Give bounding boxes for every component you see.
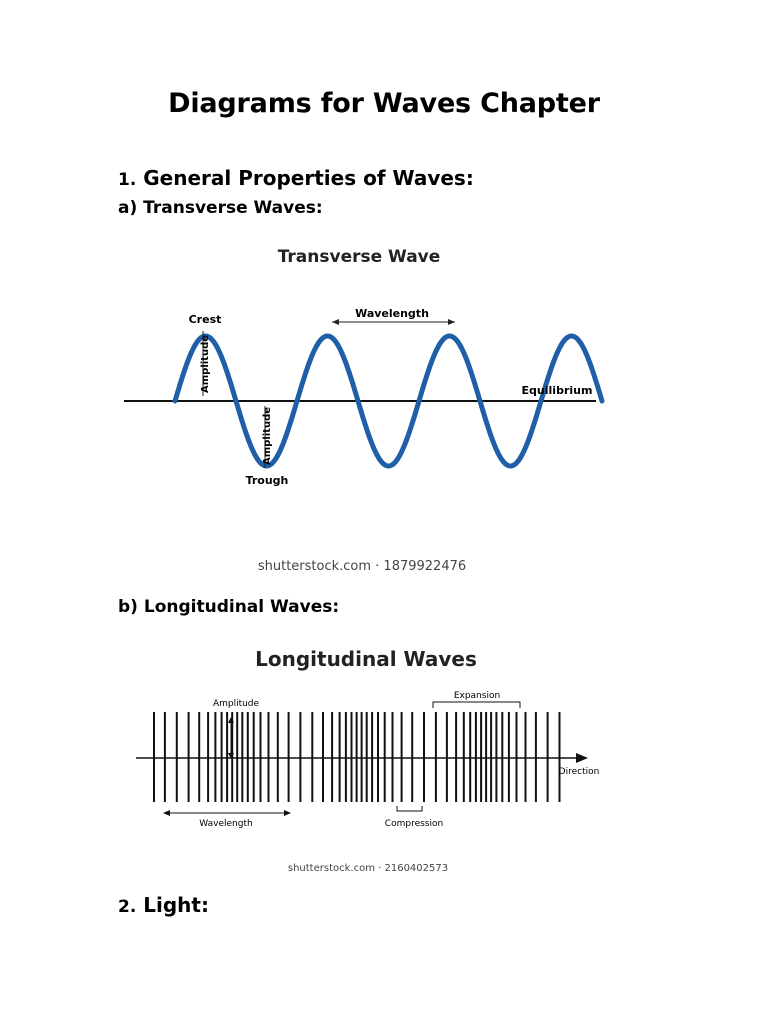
wavelength-arrow-right-head xyxy=(448,319,455,325)
section-1a-heading: a) Transverse Waves: xyxy=(118,198,323,218)
amplitude-label: Amplitude xyxy=(213,699,260,709)
longitudinal-wave-figure: Longitudinal Waves Direction Amplitude E… xyxy=(136,647,600,874)
longitudinal-wave-lines xyxy=(153,712,561,802)
expansion-bracket xyxy=(432,701,521,708)
wavelength-label: Wavelength xyxy=(355,307,429,320)
section-1-number: 1. xyxy=(118,170,137,190)
amplitude-arrow-up-head xyxy=(228,717,234,723)
wavelength-arrow-right-head xyxy=(284,810,291,816)
page-title: Diagrams for Waves Chapter xyxy=(168,88,600,119)
direction-label: Direction xyxy=(559,767,600,777)
wavelength-label: Wavelength xyxy=(199,819,252,829)
section-1b-heading: b) Longitudinal Waves: xyxy=(118,597,340,617)
transverse-figure-credit: shutterstock.com · 1879922476 xyxy=(258,559,466,574)
transverse-wave-curve xyxy=(172,333,605,469)
section-2-number: 2. xyxy=(118,897,137,917)
amplitude-bottom-label: Amplitude xyxy=(262,407,273,465)
section-1-heading: 1. General Properties of Waves: xyxy=(118,166,474,190)
transverse-wave-figure: Transverse Wave Crest Trough Amplitude A… xyxy=(124,247,605,574)
section-2-title: Light: xyxy=(143,893,209,917)
expansion-label: Expansion xyxy=(454,691,500,701)
direction-arrow-head xyxy=(576,753,588,763)
compression-bracket xyxy=(396,806,423,812)
longitudinal-figure-title: Longitudinal Waves xyxy=(255,647,477,671)
amplitude-top-label: Amplitude xyxy=(200,335,211,393)
compression-label: Compression xyxy=(385,819,443,829)
transverse-figure-title: Transverse Wave xyxy=(278,247,441,267)
equilibrium-label: Equilibrium xyxy=(522,384,593,397)
longitudinal-figure-credit: shutterstock.com · 2160402573 xyxy=(288,863,448,874)
trough-label: Trough xyxy=(246,474,289,487)
wavelength-arrow-left-head xyxy=(163,810,170,816)
crest-label: Crest xyxy=(189,313,222,326)
amplitude-arrow-down-head xyxy=(228,753,234,759)
section-2-heading: 2. Light: xyxy=(118,893,209,917)
section-1-title: General Properties of Waves: xyxy=(143,166,474,190)
wavelength-arrow-left-head xyxy=(332,319,339,325)
